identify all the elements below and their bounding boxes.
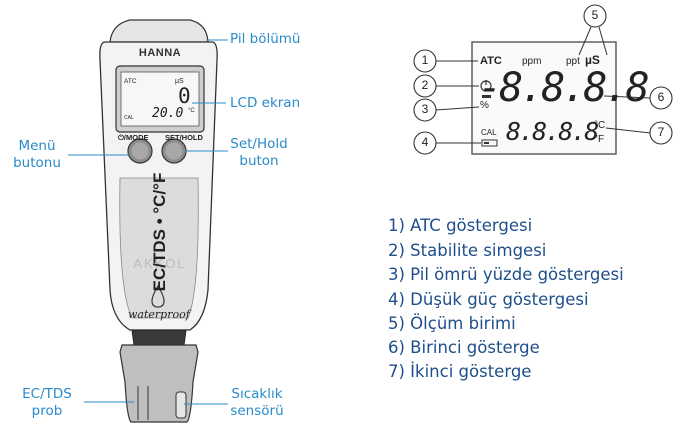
callout-sethold: Set/Hold buton — [230, 136, 288, 169]
callout-lines — [68, 39, 228, 405]
drop-icon — [151, 284, 165, 308]
sethold-label: SET/HOLD — [165, 133, 203, 142]
mode-label: ⏻/MODE — [118, 133, 149, 142]
lcd-unit: µS — [175, 78, 184, 85]
lcd-secondary-value: 20.0 — [152, 106, 184, 121]
lcd-screen — [120, 71, 200, 127]
legend-item-5: 5) Ölçüm birimi — [388, 314, 516, 333]
lcd-cal-indicator: CAL — [481, 128, 497, 137]
lcd-primary-digits: -8.8.8.8 — [478, 65, 650, 111]
battery-cap — [109, 19, 209, 43]
watermark: AKKOL — [133, 256, 186, 271]
badge-4: 4 — [421, 135, 429, 149]
lcd-secondary-unit: °C — [188, 108, 195, 114]
legend-item-6: 6) Birinci gösterge — [388, 338, 540, 357]
lcd-secondary-digits: 8.8.8.8 — [506, 117, 599, 146]
legend-item-2: 2) Stabilite simgesi — [388, 241, 547, 260]
lcd-cal: CAL — [124, 115, 134, 121]
battery-icon — [481, 139, 498, 147]
pointer-lines — [435, 26, 651, 144]
callout-temp-sensor: Sıcaklık sensörü — [230, 386, 284, 419]
lcd-fahrenheit: °F — [594, 134, 605, 145]
callout-lcd: LCD ekran — [230, 95, 301, 111]
lcd-percent: % — [480, 100, 489, 111]
lcd-ppt: ppt — [566, 56, 580, 67]
lcd-us: µS — [585, 53, 600, 67]
legend-item-1: 1) ATC göstergesi — [388, 216, 533, 235]
badge-3: 3 — [421, 102, 429, 116]
minus-segment — [482, 95, 491, 98]
temperature-sensor — [175, 391, 187, 419]
lcd-primary-value: 0 — [178, 84, 191, 108]
legend-item-4: 4) Düşük güç göstergesi — [388, 290, 589, 309]
badge-5: 5 — [591, 8, 599, 22]
meter-lower-panel — [119, 177, 199, 319]
badge-6: 6 — [657, 90, 665, 104]
lcd-celsius: °C — [594, 120, 606, 131]
callout-menu: Menü butonu — [13, 138, 61, 171]
number-badges — [413, 4, 673, 155]
lcd-atc-indicator: ATC — [480, 55, 502, 67]
callout-probe: EC/TDS prob — [22, 386, 72, 419]
callout-battery: Pil bölümü — [230, 31, 301, 47]
legend-item-7: 7) İkinci gösterge — [388, 362, 532, 381]
lcd-atc: ATC — [124, 78, 137, 85]
brand-logo: HANNA — [138, 47, 182, 59]
waterproof-label: waterproof — [128, 308, 190, 321]
legend-item-3: 3) Pil ömrü yüzde göstergesi — [388, 265, 624, 284]
badge-7: 7 — [657, 125, 665, 139]
badge-2: 2 — [421, 78, 429, 92]
badge-1: 1 — [421, 53, 429, 67]
lcd-diagram-frame — [471, 41, 617, 155]
lcd-ppm: ppm — [522, 56, 542, 67]
